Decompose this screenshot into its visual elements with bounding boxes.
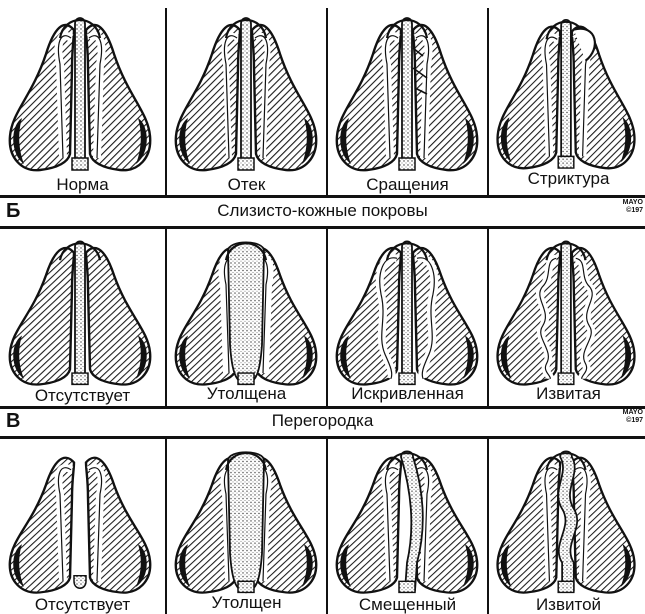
row-1-bottom-rule bbox=[0, 195, 645, 198]
septum-base bbox=[238, 158, 254, 170]
nose-illustration-adhesions bbox=[327, 8, 488, 176]
septum-shape bbox=[561, 20, 571, 162]
septum-shape bbox=[75, 241, 85, 378]
section-v-mark: MAYO ©197 bbox=[623, 409, 643, 425]
septum-base bbox=[238, 373, 254, 384]
caption-skin-thickened: Утолщена bbox=[166, 385, 327, 403]
section-b-title: Слизисто-кожные покровы bbox=[0, 199, 645, 223]
nose-illustration-skin-thickened bbox=[166, 232, 327, 390]
septum-base bbox=[399, 373, 415, 384]
nose-illustration-normal bbox=[0, 8, 161, 176]
nose-illustration-skin-tortuous bbox=[488, 232, 645, 390]
nose-illustration-stricture bbox=[488, 8, 645, 176]
caption-skin-tortuous: Извитая bbox=[488, 385, 645, 403]
nose-illustration-skin-curved bbox=[327, 232, 488, 390]
row-3-top-rule bbox=[0, 436, 645, 439]
section-v-title: Перегородка bbox=[0, 409, 645, 433]
nose-illustration-edema bbox=[166, 8, 327, 176]
septum-base bbox=[399, 158, 415, 170]
septum-shape bbox=[241, 18, 251, 164]
caption-normal: Норма bbox=[2, 176, 163, 194]
septum-shape bbox=[561, 241, 571, 378]
septum-base bbox=[238, 581, 254, 592]
septum-shape bbox=[402, 241, 412, 378]
caption-septum-deviated: Смещенный bbox=[327, 596, 488, 614]
septum-base bbox=[72, 373, 88, 384]
section-v-mark-line2: ©197 bbox=[623, 417, 643, 425]
septum-base bbox=[558, 581, 574, 592]
section-b-header: Б Слизисто-кожные покровы MAYO ©197 bbox=[0, 199, 645, 225]
section-v-header: В Перегородка MAYO ©197 bbox=[0, 409, 645, 435]
nose-illustration-septum-thickened bbox=[166, 442, 327, 598]
row-2-top-rule bbox=[0, 226, 645, 229]
caption-septum-tortuous: Извитой bbox=[488, 596, 645, 614]
caption-stricture: Стриктура bbox=[488, 170, 645, 188]
caption-edema: Отек bbox=[166, 176, 327, 194]
section-v-mark-line1: MAYO bbox=[623, 409, 643, 417]
caption-septum-thickened: Утолщен bbox=[166, 594, 327, 612]
nose-illustration-septum-tortuous bbox=[488, 442, 645, 598]
caption-skin-absent: Отсутствует bbox=[2, 387, 163, 405]
septum-shape bbox=[228, 452, 264, 592]
septum-shape bbox=[558, 451, 577, 590]
septum-base bbox=[558, 156, 574, 168]
septum-shape bbox=[75, 18, 85, 164]
caption-septum-absent: Отсутствует bbox=[2, 596, 163, 614]
septum-base bbox=[72, 158, 88, 170]
caption-skin-curved: Искривленная bbox=[327, 385, 488, 403]
nose-illustration-septum-deviated bbox=[327, 442, 488, 598]
section-b-mark-line1: MAYO bbox=[623, 199, 643, 207]
septum-remnant bbox=[74, 576, 86, 589]
caption-adhesions: Сращения bbox=[327, 176, 488, 194]
nose-illustration-skin-absent bbox=[0, 232, 161, 390]
nose-illustration-septum-absent bbox=[0, 442, 161, 598]
section-b-mark: MAYO ©197 bbox=[623, 199, 643, 215]
septum-base bbox=[558, 373, 574, 384]
section-b-mark-line2: ©197 bbox=[623, 207, 643, 215]
septum-shape bbox=[228, 242, 264, 384]
septum-base bbox=[399, 581, 415, 592]
septum-shape bbox=[402, 18, 412, 164]
